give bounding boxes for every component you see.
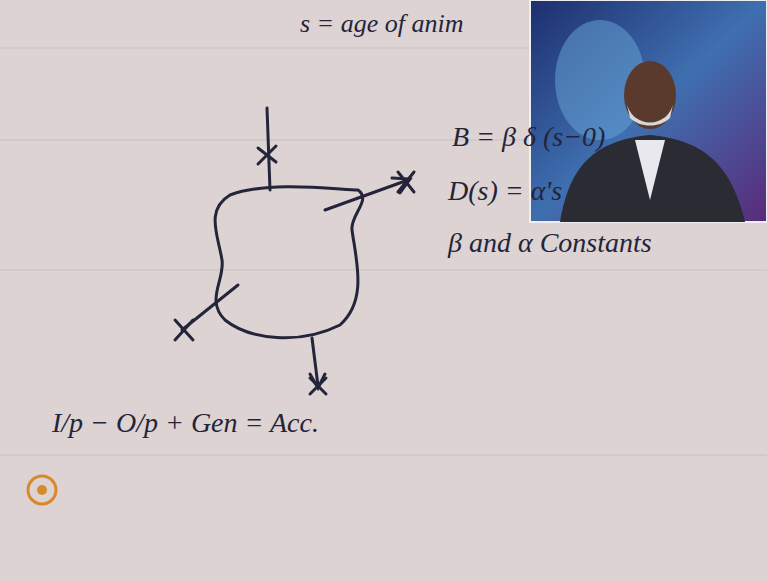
- video-inset: [530, 0, 767, 222]
- logo: [28, 476, 56, 504]
- handwritten-note: D(s) = α's: [448, 176, 562, 207]
- handwritten-note: s = age of anim: [300, 10, 463, 39]
- flux-arrow: [175, 108, 414, 394]
- handwritten-note: β and α Constants: [448, 228, 652, 259]
- paper-rule: [0, 48, 767, 455]
- handwritten-note: I/p − O/p + Gen = Acc.: [52, 408, 319, 439]
- control-volume-blob: [215, 187, 363, 338]
- handwritten-note: B = β δ (s−0): [452, 122, 605, 153]
